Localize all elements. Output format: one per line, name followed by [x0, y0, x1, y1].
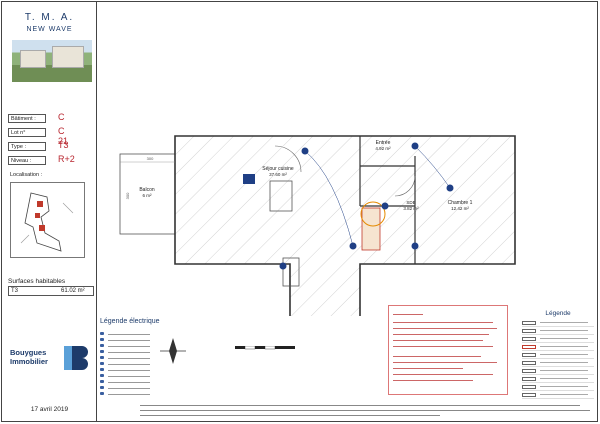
room-chambre-area: 12.42 m² — [451, 206, 469, 211]
lot-value: C 21 — [58, 126, 69, 146]
room-sdb-name: SDB — [406, 200, 415, 205]
dimension-top: 300 — [147, 156, 154, 161]
company-logo: Bouygues Immobilier — [10, 342, 95, 384]
sidebar: T. M. A. NEW WAVE Bâtiment : C Lot n° C … — [2, 2, 97, 421]
room-entree-name: Entrée — [376, 140, 391, 146]
localisation-label: Localisation : — [10, 172, 43, 178]
building-photo — [12, 40, 92, 82]
room-chambre-name: Chambre 1 — [448, 200, 473, 206]
room-sejour-area: 37.60 m² — [269, 172, 287, 177]
footnote — [140, 402, 594, 418]
program-title: T. M. A. — [24, 12, 75, 23]
company-name: Bouygues Immobilier — [10, 348, 48, 366]
room-sejour-name: Séjour cuisine — [262, 166, 294, 172]
type-label: Type : — [8, 142, 46, 151]
batiment-label: Bâtiment : — [8, 114, 46, 123]
compass-icon — [160, 338, 186, 364]
room-balcon-area: 6 m² — [143, 193, 153, 198]
surfaces-box: T3 61.02 m² — [8, 286, 94, 296]
location-keymap — [10, 182, 85, 258]
surface-type: T3 — [11, 288, 19, 294]
surface-value: 61.02 m² — [61, 288, 85, 294]
legend-title: Légende — [545, 310, 571, 317]
niveau-label: Niveau : — [8, 156, 46, 165]
dimension-side: 300 — [125, 192, 130, 199]
room-sdb-area: 3.82 m² — [403, 206, 419, 211]
room-entree-area: 4.92 m² — [375, 146, 391, 151]
notes-box — [388, 305, 508, 395]
type-value: T3 — [58, 140, 69, 150]
niveau-value: R+2 — [58, 154, 75, 164]
legend-electrique-title: Légende électrique — [100, 318, 160, 325]
bouygues-logo-mark — [64, 346, 88, 370]
legend-panel: Légende — [520, 310, 596, 405]
program-subtitle: NEW WAVE — [26, 26, 73, 33]
legend-electrique: Légende électrique — [100, 318, 190, 403]
document-date: 17 avril 2019 — [30, 406, 69, 413]
room-balcon-name: Balcon — [139, 187, 155, 193]
batiment-value: C — [58, 112, 65, 122]
floor-plan: Balcon 6 m² Séjour cuisine 37.60 m² Entr… — [119, 135, 516, 316]
surfaces-title: Surfaces habitables — [8, 278, 66, 285]
scale-bar — [235, 346, 295, 350]
lot-label: Lot n° — [8, 128, 46, 137]
